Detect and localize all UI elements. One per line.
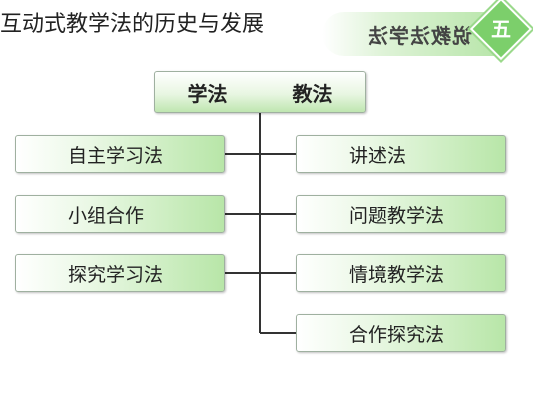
section-number-text: 五	[491, 17, 511, 41]
root-node: 学法 教法	[154, 71, 366, 113]
section-banner	[322, 12, 494, 56]
node-label: 自主学习法	[68, 144, 164, 167]
node-label: 小组合作	[68, 204, 145, 227]
node-learning-method-1: 自主学习法	[15, 135, 225, 173]
node-label: 问题教学法	[349, 204, 445, 227]
root-label-teaching: 教法	[292, 81, 333, 106]
node-teaching-method-3: 情境教学法	[296, 254, 506, 292]
slide-title: 互动式教学法的历史与发展	[0, 12, 265, 37]
node-label: 情境教学法	[349, 263, 445, 286]
node-teaching-method-2: 问题教学法	[296, 195, 506, 233]
node-learning-method-2: 小组合作	[15, 195, 225, 233]
node-label: 讲述法	[349, 144, 407, 167]
node-label: 合作探究法	[349, 323, 445, 346]
node-learning-method-3: 探究学习法	[15, 254, 225, 292]
node-teaching-method-4: 合作探究法	[296, 314, 506, 352]
root-label-learning: 学法	[187, 81, 228, 106]
node-label: 探究学习法	[68, 263, 164, 286]
node-teaching-method-1: 讲述法	[296, 135, 506, 173]
